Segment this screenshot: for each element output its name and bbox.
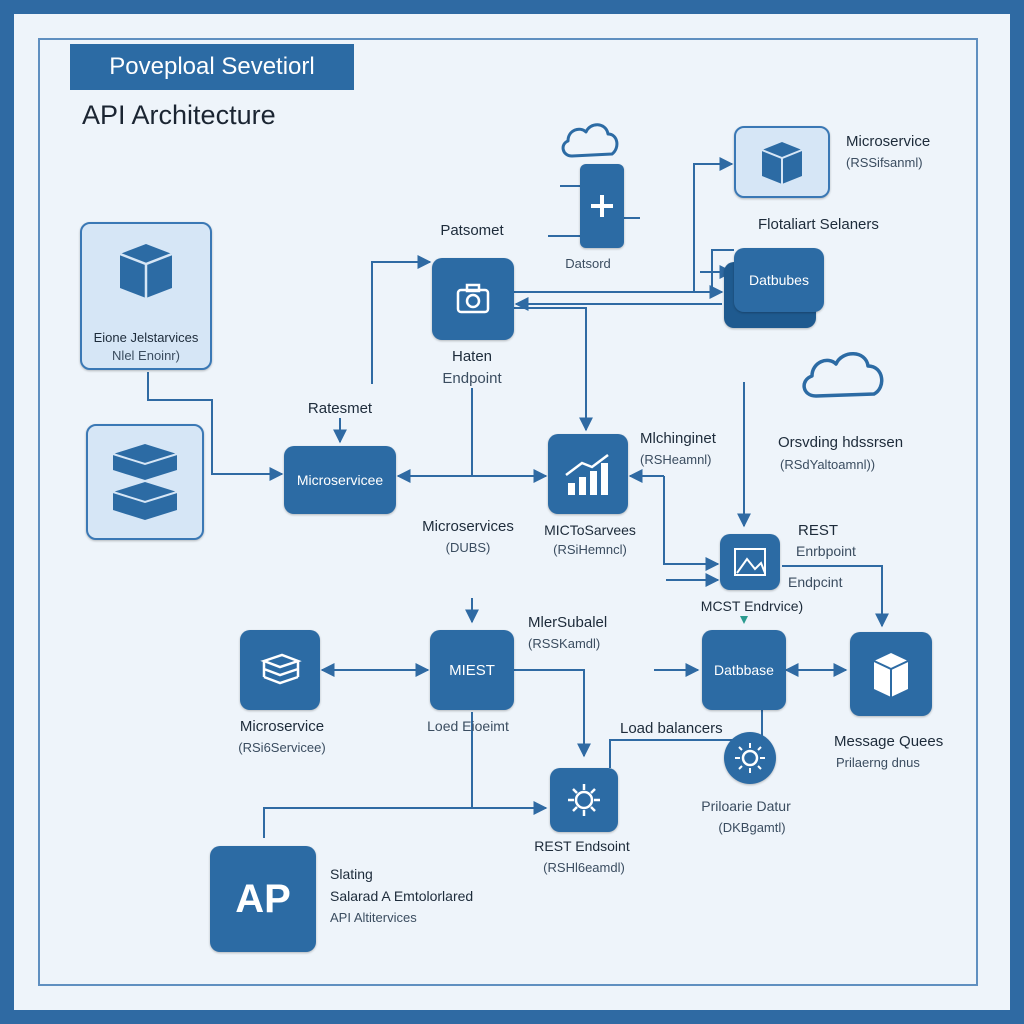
rest-bottom-sub: (RSHl6eamdl) (543, 860, 625, 875)
mersubalel-sub: (RSSKamdl) (528, 636, 601, 651)
haten-label: Haten (451, 348, 493, 365)
database-node[interactable]: Datbbase (702, 630, 786, 710)
load-balancer-node[interactable] (724, 732, 776, 784)
cloud-icon (802, 352, 884, 398)
patsomet-label: Patsomet (440, 222, 504, 239)
wire-database-down (609, 710, 763, 768)
message-queue-label: Message Quees (834, 733, 944, 750)
analytics-label: Mlchinginet (640, 430, 716, 447)
cube-icon (119, 244, 173, 298)
server-stack-icon (260, 653, 302, 685)
message-queue-sub: Prilaerng dnus (836, 755, 920, 770)
wire-to-microservice-top (693, 157, 734, 292)
wire-to-haten (371, 255, 432, 384)
database-label: Datbbase (714, 662, 774, 678)
microservice-top-label: Microservice (846, 133, 931, 150)
ap-badge-text: AP (235, 876, 291, 921)
miest-sub: Loed Eioeimt (427, 718, 509, 734)
wire-to-ap (263, 807, 546, 838)
datsord-node[interactable] (580, 164, 624, 248)
diagram-border (38, 38, 978, 986)
microservice-center-node[interactable]: Microservicee (284, 446, 396, 514)
left-storage-node[interactable] (80, 222, 212, 370)
rest-top-label: REST (798, 522, 839, 539)
datbubes-node[interactable]: Datbubes (734, 248, 824, 312)
microservice-left-label: Microservice (239, 718, 325, 735)
microservice-top-sub: (RSSifsanml) (846, 155, 923, 170)
haten-endpoint-node[interactable] (432, 258, 514, 340)
rest-top-node[interactable] (720, 534, 780, 590)
load-balancers-label: Load balancers (620, 720, 723, 737)
microservice-top-node[interactable] (734, 126, 830, 198)
header-banner: Poveploal Sevetiorl (70, 44, 354, 90)
page-title: API Architecture (82, 100, 276, 130)
miest-label: MIEST (449, 661, 495, 679)
haten-sub: Endpoint (442, 370, 502, 387)
miest-node[interactable]: MIEST (430, 630, 514, 710)
microservice-left-sub: (RSi6Servicee) (238, 740, 326, 755)
cube-icon (873, 653, 909, 697)
ap-node[interactable]: AP (210, 846, 316, 952)
orsvding-sub: (RSdYaltoamnl)) (780, 457, 876, 472)
ap-sub2: API Altitervices (330, 910, 417, 925)
sun-icon (735, 743, 765, 773)
datsord-label: Datsord (565, 256, 611, 271)
camera-icon (456, 283, 490, 314)
wire-to-flotaliart (711, 249, 734, 292)
orsvding-label: Orsvding hdssrsen (778, 434, 904, 451)
microservices-sub: (DUBS) (445, 540, 491, 555)
stacked-boxes-node[interactable] (86, 424, 204, 540)
wire-analytics-rest-path (663, 476, 720, 571)
flotaliart-label: Flotaliart Selaners (758, 216, 879, 233)
gear-icon (568, 784, 600, 816)
analytics-caption: MICToSarvees (544, 522, 636, 538)
rest-top-caption: MCST Endrvice) (700, 598, 804, 614)
microservice-center-label: Microservicee (296, 472, 384, 488)
mersubalel-label: MlerSubalel (528, 614, 608, 631)
wire-miest-to-rest-bottom (514, 669, 591, 758)
plus-doc-icon (591, 195, 613, 217)
microservices-label: Microservices (422, 518, 514, 535)
left-storage-label: Eione Jelstarvices (93, 330, 199, 345)
wire-rest-to-queue (782, 565, 889, 628)
image-icon (734, 548, 766, 576)
rest-top-sub2: Endpcint (788, 574, 843, 590)
cloud-icon (561, 123, 619, 158)
wire-left-storage-to-microservice (147, 372, 284, 481)
small-arrow-green (740, 616, 748, 624)
ratesmet-label: Ratesmet (307, 400, 373, 417)
ap-subtitle: Salarad A Emtolorlared (330, 888, 474, 904)
wire-haten-to-analytics (514, 307, 593, 432)
analytics-caption-sub: (RSiHemncl) (553, 542, 627, 557)
priloarie-label: Priloarie Datur (701, 798, 791, 814)
left-storage-sub: Nlel Enoinr) (112, 348, 180, 363)
datbubes-label: Datbubes (749, 272, 809, 288)
priloarie-sub: (DKBgamtl) (718, 820, 786, 835)
stacked-boxes-icon (112, 444, 178, 520)
ap-title: Slating (330, 866, 373, 882)
rest-bottom-node[interactable] (550, 768, 618, 832)
cube-icon (761, 142, 803, 184)
analytics-sub: (RSHeamnl) (640, 452, 712, 467)
rest-top-sub: Enrbpoint (796, 543, 856, 559)
message-queue-node[interactable] (850, 632, 932, 716)
microservice-left-node[interactable] (240, 630, 320, 710)
bar-chart-icon (565, 454, 609, 495)
analytics-node[interactable] (548, 434, 628, 514)
rest-bottom-label: REST Endsoint (534, 838, 630, 854)
banner-text: Poveploal Sevetiorl (109, 53, 315, 80)
